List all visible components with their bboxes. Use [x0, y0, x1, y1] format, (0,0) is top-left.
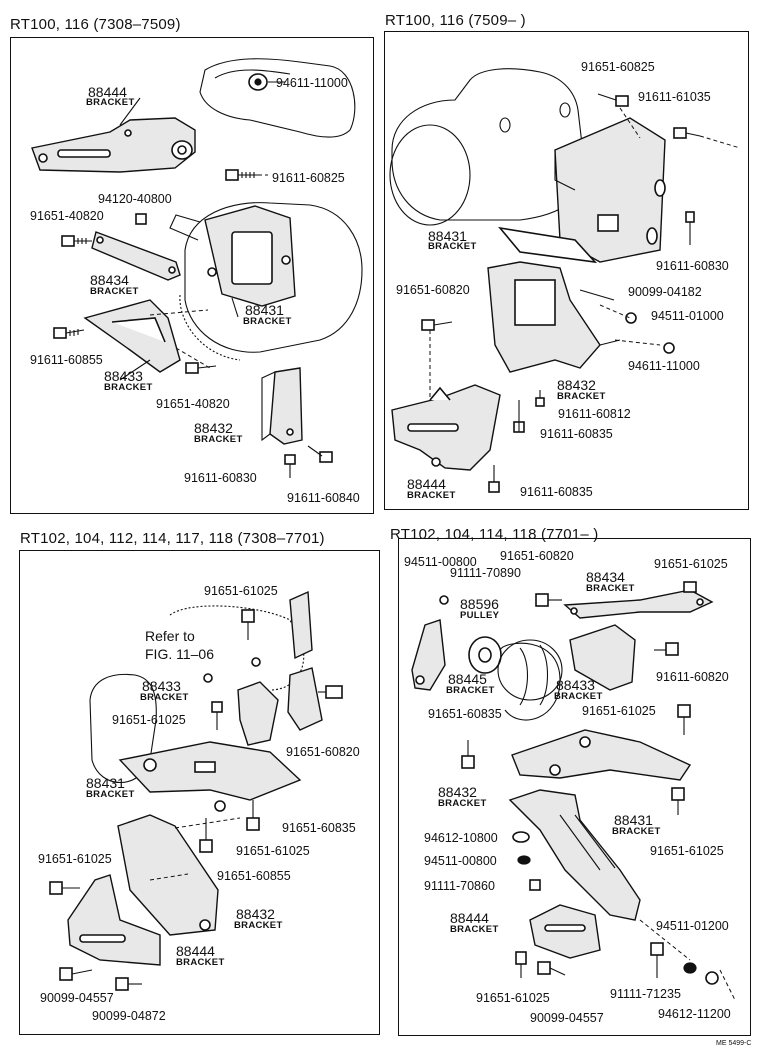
- p2-part-91611-60835-a: 91611-60835: [540, 427, 613, 441]
- p3-part-91651-61025-b: 91651-61025: [112, 713, 186, 727]
- panel-1-frame: [10, 37, 374, 514]
- p2-part-91651-60825: 91651-60825: [581, 60, 655, 74]
- p2-part-91651-60820: 91651-60820: [396, 283, 470, 297]
- p3-part-91651-60820: 91651-60820: [286, 745, 360, 759]
- p3-part-88433-type: BRACKET: [140, 692, 189, 703]
- p1-part-94120-40800: 94120-40800: [98, 192, 172, 206]
- p2-part-88432-type: BRACKET: [557, 391, 606, 402]
- p4-part-88433-type: BRACKET: [554, 691, 603, 702]
- p2-part-91611-60812: 91611-60812: [558, 407, 631, 421]
- p2-part-91611-61035: 91611-61035: [638, 90, 711, 104]
- panel-2-frame: [384, 31, 749, 510]
- p4-part-88432-type: BRACKET: [438, 798, 487, 809]
- panel-title-3: RT102, 104, 112, 114, 117, 118 (7308–770…: [20, 530, 325, 547]
- p2-part-94611-11000: 94611-11000: [628, 359, 700, 373]
- p1-part-91611-60840: 91611-60840: [287, 491, 360, 505]
- p4-part-88434-type: BRACKET: [586, 583, 635, 594]
- p4-part-88433: 88433: [556, 677, 595, 693]
- p3-part-91651-61025-a: 91651-61025: [204, 584, 278, 598]
- p1-part-88434-type: BRACKET: [90, 286, 139, 297]
- p4-part-88596-type: PULLEY: [460, 610, 500, 621]
- p2-part-91611-60835-b: 91611-60835: [520, 485, 593, 499]
- p4-part-91651-61025-b: 91651-61025: [582, 704, 656, 718]
- p1-part-91611-60825: 91611-60825: [272, 171, 345, 185]
- p1-part-88431-type: BRACKET: [243, 316, 292, 327]
- p3-part-91651-60855: 91651-60855: [217, 869, 291, 883]
- p4-part-94612-11200: 94612-11200: [658, 1007, 731, 1021]
- p4-part-88432: 88432: [438, 784, 477, 800]
- panel-title-1: RT100, 116 (7308–7509): [10, 16, 181, 33]
- p1-part-88434: 88434: [90, 272, 129, 288]
- panel-4-frame: [398, 538, 751, 1036]
- p4-part-94511-00800-a: 94511-00800: [404, 555, 477, 569]
- p3-part-90099-04872: 90099-04872: [92, 1009, 166, 1023]
- p4-part-91651-61025-c: 91651-61025: [650, 844, 724, 858]
- p1-part-88444-type: BRACKET: [86, 97, 135, 108]
- p2-part-88432: 88432: [557, 377, 596, 393]
- p1-part-88432-type: BRACKET: [194, 434, 243, 445]
- p1-part-88431: 88431: [245, 302, 284, 318]
- p3-part-91651-61025-d: 91651-61025: [38, 852, 112, 866]
- p4-part-88445: 88445: [448, 671, 487, 687]
- p4-part-91651-61025-d: 91651-61025: [476, 991, 550, 1005]
- p2-part-88444-type: BRACKET: [407, 490, 456, 501]
- p4-part-88431-type: BRACKET: [612, 826, 661, 837]
- p2-part-88444: 88444: [407, 476, 446, 492]
- p2-part-88431: 88431: [428, 228, 467, 244]
- p4-part-91651-60820-a: 91651-60820: [500, 549, 574, 563]
- p4-part-94511-00800-b: 94511-00800: [424, 854, 497, 868]
- panel-title-2: RT100, 116 (7509– ): [385, 12, 526, 29]
- p3-refer-line-1: Refer to: [145, 628, 195, 644]
- p4-part-88431: 88431: [614, 812, 653, 828]
- p1-part-91651-40820-b: 91651-40820: [156, 397, 230, 411]
- p3-part-91651-60835: 91651-60835: [282, 821, 356, 835]
- p1-part-88433: 88433: [104, 368, 143, 384]
- p3-part-88444-type: BRACKET: [176, 957, 225, 968]
- p4-part-91111-71235: 91111-71235: [610, 987, 681, 1001]
- p2-part-94511-01000: 94511-01000: [651, 309, 724, 323]
- p1-part-91651-40820-a: 91651-40820: [30, 209, 104, 223]
- figure-code: ME 5499-C: [716, 1040, 752, 1047]
- p4-part-91611-60820: 91611-60820: [656, 670, 729, 684]
- p1-part-91611-60830: 91611-60830: [184, 471, 257, 485]
- p1-part-91611-60855: 91611-60855: [30, 353, 103, 367]
- p3-refer-line-2: FIG. 11–06: [145, 646, 215, 662]
- p2-part-90099-04182: 90099-04182: [628, 285, 702, 299]
- p3-part-90099-04557: 90099-04557: [40, 991, 114, 1005]
- panel-3-frame: [19, 550, 380, 1035]
- p2-part-88431-type: BRACKET: [428, 241, 477, 252]
- p4-part-88444: 88444: [450, 910, 489, 926]
- p4-part-91111-70860: 91111-70860: [424, 879, 495, 893]
- p4-part-94511-01200: 94511-01200: [656, 919, 729, 933]
- p4-part-90099-04557: 90099-04557: [530, 1011, 604, 1025]
- p4-part-88444-type: BRACKET: [450, 924, 499, 935]
- p3-part-88431: 88431: [86, 775, 125, 791]
- p3-part-88432-type: BRACKET: [234, 920, 283, 931]
- p4-part-91111-70890: 91111-70890: [450, 566, 521, 580]
- p1-part-88433-type: BRACKET: [104, 382, 153, 393]
- p3-part-88433: 88433: [142, 678, 181, 694]
- p1-part-88444: 88444: [88, 84, 127, 100]
- p1-part-94611-11000: 94611-11000: [276, 76, 348, 90]
- p4-part-88445-type: BRACKET: [446, 685, 495, 696]
- p3-part-88431-type: BRACKET: [86, 789, 135, 800]
- p4-part-88596: 88596: [460, 596, 499, 612]
- p3-part-88444: 88444: [176, 943, 215, 959]
- p4-part-88434: 88434: [586, 569, 625, 585]
- p4-part-91651-60835: 91651-60835: [428, 707, 502, 721]
- p3-part-88432: 88432: [236, 906, 275, 922]
- p2-part-91611-60830: 91611-60830: [656, 259, 729, 273]
- p4-part-94612-10800: 94612-10800: [424, 831, 498, 845]
- p3-part-91651-61025-c: 91651-61025: [236, 844, 310, 858]
- p1-part-88432: 88432: [194, 420, 233, 436]
- p4-part-91651-61025-a: 91651-61025: [654, 557, 728, 571]
